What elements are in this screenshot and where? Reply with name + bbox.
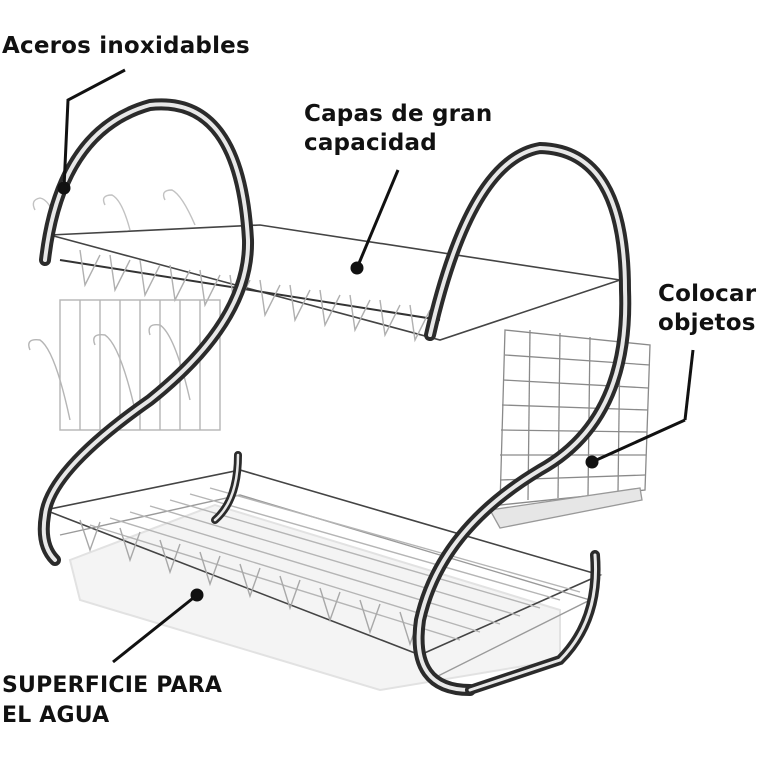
callout-text: capacidad	[304, 130, 437, 156]
left-frame	[37, 98, 255, 566]
bottom-post	[211, 451, 242, 524]
callout-text: Aceros inoxidables	[2, 33, 250, 59]
callout-lines	[57, 68, 695, 664]
callout-large-capacity: Capas de gran capacidad	[304, 100, 492, 158]
callout-text: Capas de gran	[304, 101, 493, 127]
top-basket	[28, 189, 621, 431]
callout-stainless-steel: Aceros inoxidables	[2, 32, 250, 61]
bottom-basket	[42, 469, 603, 681]
right-frame	[412, 141, 632, 696]
callout-text: SUPERFICIE PARA	[2, 673, 223, 698]
callout-text: Colocar	[658, 281, 757, 307]
utensil-holder	[488, 329, 651, 529]
drip-tray	[68, 503, 561, 692]
callout-text: objetos	[658, 310, 756, 336]
callout-water-surface: SUPERFICIE PARA EL AGUA	[2, 671, 222, 731]
callout-text: EL AGUA	[2, 703, 110, 728]
callout-place-objects: Colocar objetos	[658, 280, 756, 338]
